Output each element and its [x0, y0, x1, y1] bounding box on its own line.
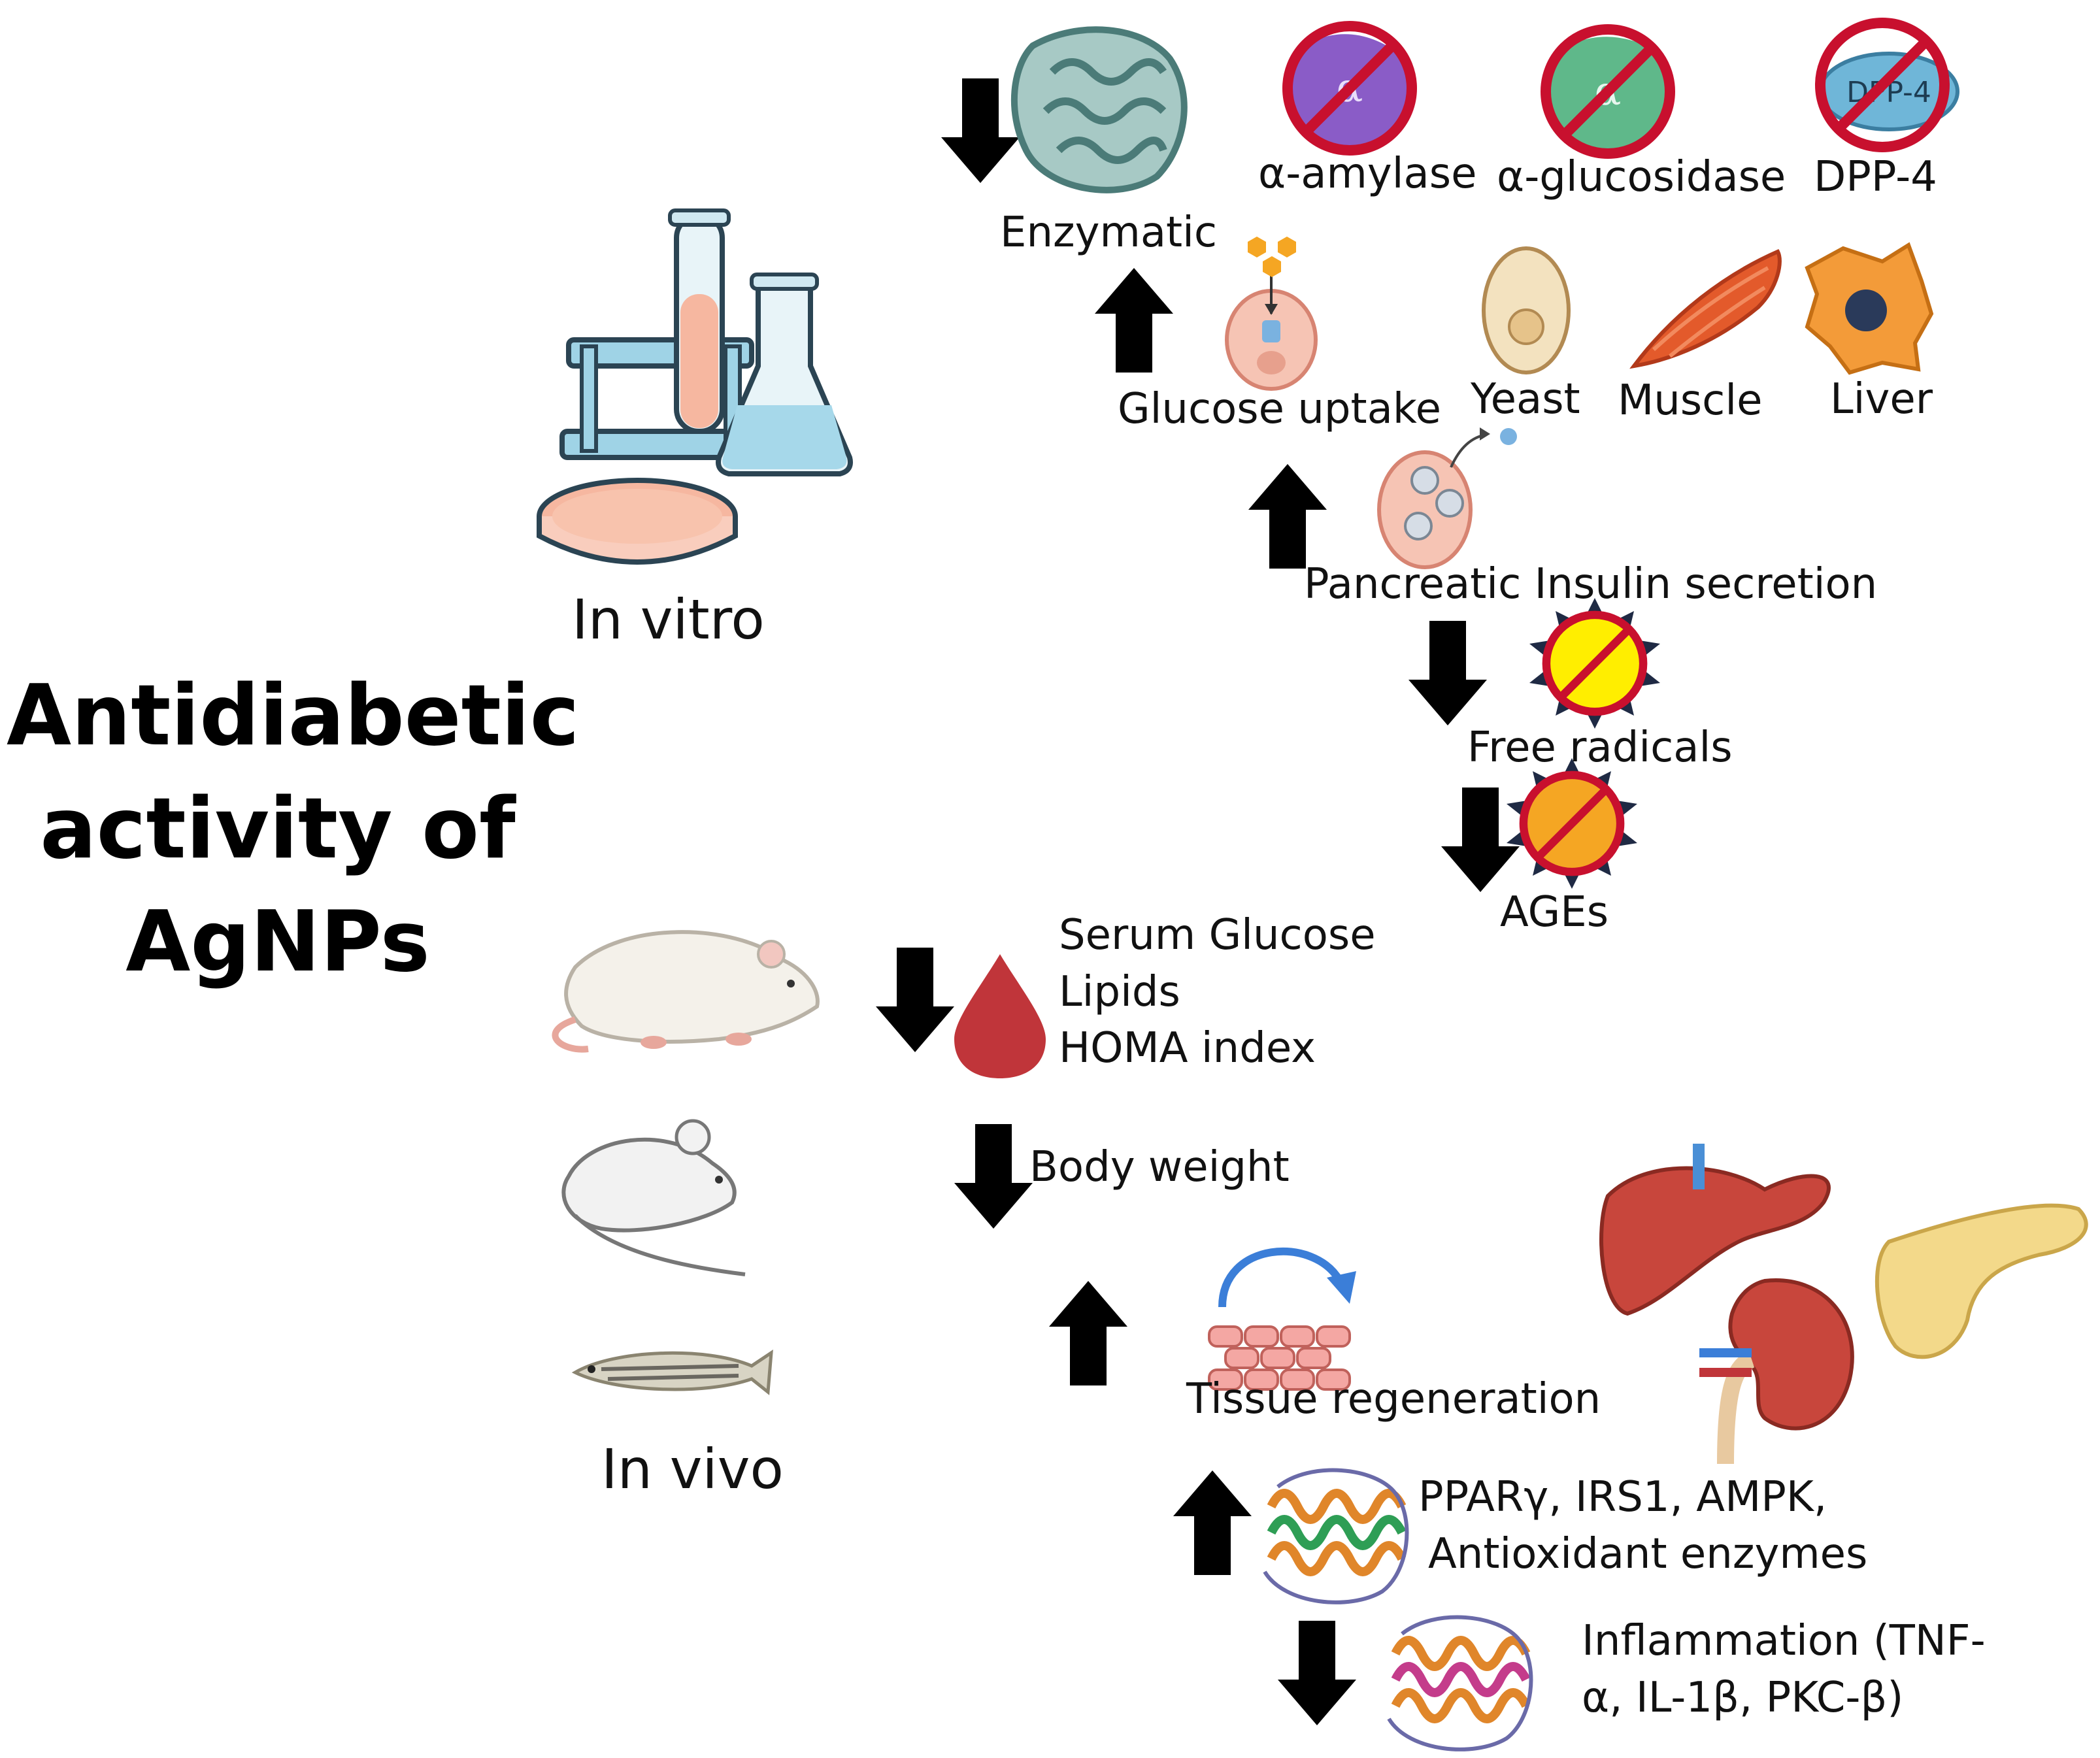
lab-glassware-icon [537, 208, 853, 565]
muscle-icon [1629, 249, 1782, 369]
title-line-2: activity of [40, 780, 516, 878]
dpp4-label: DPP-4 [1814, 153, 1937, 201]
increase-arrow-tissue-regeneration [1049, 1281, 1127, 1385]
alpha-amylase-label: α-amylase [1258, 150, 1477, 198]
alpha-amylase-icon: α [1288, 26, 1412, 150]
liver-label: Liver [1830, 375, 1933, 423]
decrease-arrow-inflammation [1278, 1621, 1356, 1725]
zebrafish-icon [571, 1350, 773, 1395]
title-line-3: AgNPs [125, 893, 430, 991]
decrease-arrow-ages [1441, 788, 1520, 892]
increase-arrow-insulin [1248, 464, 1327, 569]
glucose-uptake-label: Glucose uptake [1118, 385, 1441, 433]
lipids-label: Lipids [1059, 968, 1180, 1016]
free-radicals-label: Free radicals [1467, 723, 1733, 772]
liver-cell-icon [1805, 242, 1934, 375]
dpp4-icon: DPP-4 [1820, 23, 1959, 147]
signaling-line-1: PPARγ, IRS1, AMPK, [1418, 1473, 1827, 1521]
pancreas-icon [1875, 1203, 2088, 1359]
alpha-glucosidase-icon: α [1545, 29, 1670, 154]
inflammatory-protein-icon [1387, 1615, 1533, 1751]
in-vivo-label: In vivo [601, 1437, 784, 1501]
enzymatic-label: Enzymatic [1000, 208, 1218, 257]
blood-drop-icon [954, 954, 1046, 1078]
yeast-label: Yeast [1471, 375, 1580, 423]
rat-icon [552, 930, 820, 1053]
body-weight-label: Body weight [1029, 1143, 1290, 1191]
free-radical-burst-icon [1529, 598, 1660, 729]
increase-arrow-signaling [1173, 1470, 1252, 1575]
tissue-cells-icon [1208, 1247, 1356, 1391]
increase-arrow-glucose-uptake [1095, 268, 1173, 373]
title-line-1: Antidiabetic [7, 667, 580, 765]
serum-glucose-label: Serum Glucose [1059, 911, 1376, 959]
diagram-title: Antidiabetic activity of AgNPs [7, 660, 580, 999]
signaling-line-2: Antioxidant enzymes [1428, 1530, 1868, 1578]
decrease-arrow-enzymatic [941, 78, 1020, 183]
decrease-arrow-free-radicals [1408, 621, 1487, 725]
in-vitro-label: In vitro [572, 588, 765, 652]
inflammation-line-2: α, IL-1β, PKC-β) [1582, 1674, 1904, 1722]
inflammation-line-1: Inflammation (TNF- [1582, 1617, 1986, 1665]
signaling-protein-icon [1265, 1470, 1407, 1602]
kidney-icon [1699, 1278, 1854, 1465]
beta-cell-icon [1377, 427, 1517, 569]
insulin-secretion-label: Pancreatic Insulin secretion [1304, 560, 1878, 608]
ages-label: AGEs [1500, 888, 1609, 937]
glucose-uptake-cell-icon [1225, 237, 1318, 391]
tissue-regeneration-label: Tissue regeneration [1186, 1375, 1601, 1423]
muscle-label: Muscle [1618, 376, 1763, 425]
enzyme-protein-icon [1010, 26, 1188, 193]
decrease-arrow-body-weight [954, 1124, 1033, 1229]
mouse-icon [561, 1119, 746, 1276]
liver-organ-icon [1599, 1144, 1831, 1316]
ages-burst-icon [1507, 758, 1637, 889]
alpha-glucosidase-label: α-glucosidase [1497, 153, 1786, 201]
yeast-cell-icon [1482, 246, 1571, 374]
decrease-arrow-blood-markers [876, 948, 954, 1052]
homa-index-label: HOMA index [1059, 1024, 1316, 1072]
